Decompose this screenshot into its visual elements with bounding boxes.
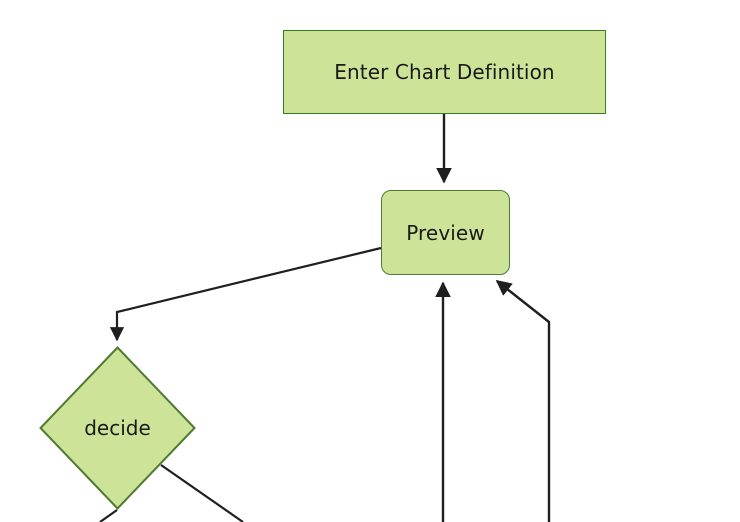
node-preview[interactable]: Preview	[381, 190, 510, 275]
edge-offscreen-right-to-preview	[495, 280, 551, 522]
decide-diamond-shape	[39, 346, 196, 510]
edge-preview-to-decide	[109, 246, 382, 342]
node-enter-chart-definition[interactable]: Enter Chart Definition	[283, 30, 606, 114]
edge-decide-down-right	[160, 464, 244, 522]
node-label-preview: Preview	[406, 220, 485, 245]
edge-decide-down-left	[99, 509, 118, 522]
node-label-enter-chart-definition: Enter Chart Definition	[334, 60, 555, 84]
node-decide[interactable]: decide	[39, 346, 196, 510]
node-label-decide: decide	[84, 416, 151, 440]
